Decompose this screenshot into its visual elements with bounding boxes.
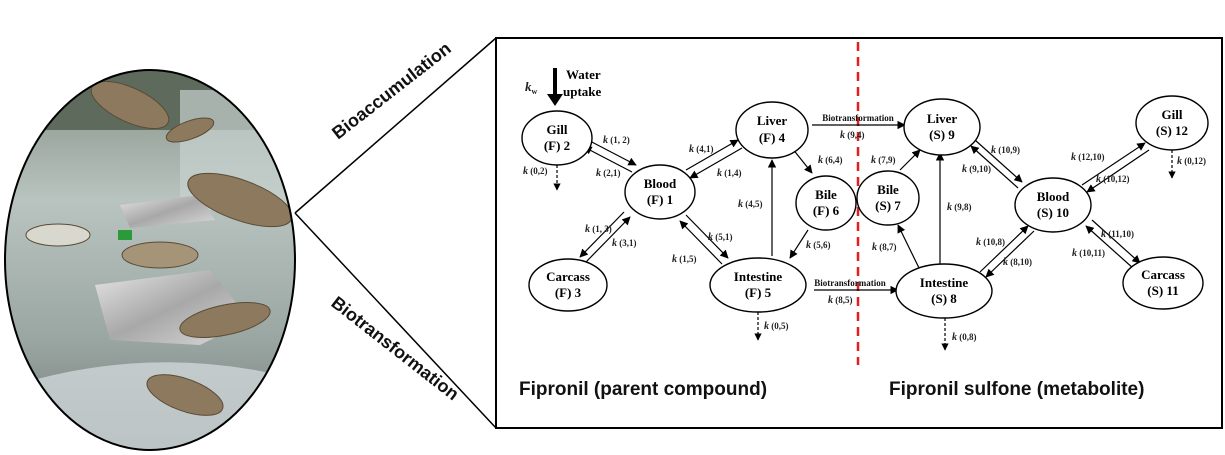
svg-text:Gill: Gill (1162, 107, 1183, 122)
rate-k14: k (1,4) (717, 168, 742, 179)
rate-k1110: k (11,10) (1101, 229, 1134, 240)
node-gill-f: Gill (F) 2 (521, 110, 593, 166)
svg-text:(S) 12: (S) 12 (1156, 123, 1188, 138)
node-carcass-s: Carcass (S) 11 (1122, 256, 1204, 310)
svg-text:(F) 6: (F) 6 (813, 203, 840, 218)
node-gill-s: Gill (S) 12 (1135, 95, 1209, 151)
rate-k02: k (0,2) (523, 166, 548, 177)
arrows (553, 120, 1176, 351)
rate-k51: k (5,1) (708, 232, 733, 243)
rate-k13: k (1, 3) (585, 224, 612, 235)
node-carcass-f: Carcass (F) 3 (528, 258, 608, 312)
svg-text:Liver: Liver (927, 111, 958, 126)
node-liver-s: Liver (S) 9 (903, 98, 981, 156)
rate-k41: k (4,1) (689, 144, 714, 155)
svg-text:(F) 4: (F) 4 (759, 130, 786, 145)
connector-line-top (294, 37, 497, 214)
svg-text:Intestine: Intestine (734, 269, 783, 284)
rate-k64: k (6,4) (818, 155, 843, 166)
caption-parent-compound: Fipronil (parent compound) (519, 379, 767, 400)
rate-k05: k (0,5) (764, 321, 789, 332)
svg-text:(F) 5: (F) 5 (745, 285, 772, 300)
node-bile-f: Bile (F) 6 (795, 175, 857, 231)
rate-k012: k (0,12) (1177, 156, 1206, 167)
rate-k98: k (9,8) (947, 202, 972, 213)
svg-text:(S) 11: (S) 11 (1147, 283, 1178, 298)
rate-k21: k (2,1) (596, 168, 621, 179)
svg-text:Intestine: Intestine (920, 275, 969, 290)
rate-k87: k (8,7) (872, 242, 897, 253)
svg-text:(S) 8: (S) 8 (931, 291, 957, 306)
rate-k1012: k (10,12) (1096, 174, 1130, 185)
rate-k08: k (0,8) (952, 332, 977, 343)
rate-k910: k (9,10) (962, 164, 991, 175)
biotransformation-label: Biotransformation (328, 292, 463, 404)
svg-text:uptake: uptake (563, 84, 602, 99)
svg-text:(S) 7: (S) 7 (875, 198, 901, 213)
svg-text:Water: Water (566, 67, 601, 82)
biotransformation-upper-label: Biotransformation (822, 113, 894, 123)
node-blood-s: Blood (S) 10 (1014, 177, 1092, 233)
svg-text:(S) 10: (S) 10 (1037, 205, 1069, 220)
svg-text:kw: kw (525, 79, 538, 96)
svg-text:Liver: Liver (757, 113, 788, 128)
svg-text:Blood: Blood (644, 176, 677, 191)
rate-k79: k (7,9) (871, 155, 896, 166)
svg-text:Blood: Blood (1037, 189, 1070, 204)
down-arrow-icon (547, 94, 563, 106)
svg-text:Carcass: Carcass (1141, 267, 1185, 282)
biotransformation-lower-label: Biotransformation (814, 278, 886, 288)
compartment-nodes: Gill (F) 2 Blood (F) 1 Liver (F) 4 Bile … (521, 95, 1209, 319)
connector-line-bottom (294, 212, 497, 429)
svg-text:Bile: Bile (815, 187, 837, 202)
rate-k810: k (8,10) (1003, 257, 1032, 268)
rate-k85: k (8,5) (828, 295, 853, 306)
rate-labels: k (1, 2) k (2,1) k (0,2) k (4,1) k (1,4)… (523, 130, 1206, 343)
svg-text:(F) 3: (F) 3 (555, 285, 582, 300)
rate-k94: k (9,4) (840, 130, 865, 141)
svg-text:(F) 2: (F) 2 (544, 138, 570, 153)
rate-k12: k (1, 2) (603, 135, 630, 146)
rate-k31: k (3,1) (612, 238, 637, 249)
fish-tank-photo (4, 69, 296, 451)
rate-k108: k (10,8) (976, 237, 1005, 248)
rate-k1210: k (12,10) (1071, 152, 1105, 163)
svg-text:(S) 9: (S) 9 (929, 127, 955, 142)
rate-k1011: k (10,11) (1072, 248, 1105, 259)
node-blood-f: Blood (F) 1 (624, 164, 696, 220)
svg-text:Bile: Bile (877, 182, 899, 197)
node-bile-s: Bile (S) 7 (856, 170, 920, 226)
rate-k56: k (5,6) (806, 240, 831, 251)
rate-k15: k (1,5) (672, 254, 697, 265)
rate-k45: k (4,5) (738, 199, 763, 210)
caption-metabolite: Fipronil sulfone (metabolite) (889, 379, 1144, 400)
node-intestine-s: Intestine (S) 8 (895, 263, 993, 319)
node-liver-f: Liver (F) 4 (735, 101, 809, 159)
svg-text:(F) 1: (F) 1 (647, 192, 673, 207)
svg-text:Carcass: Carcass (546, 269, 590, 284)
water-uptake: kw Water uptake (525, 67, 602, 106)
svg-text:Gill: Gill (547, 122, 568, 137)
node-intestine-f: Intestine (F) 5 (709, 257, 807, 313)
rate-k109: k (10,9) (991, 145, 1020, 156)
